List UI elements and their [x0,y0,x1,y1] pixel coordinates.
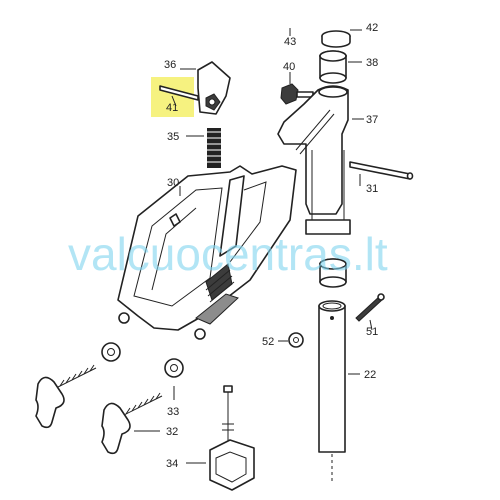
callout-41: 41 [166,102,178,114]
callout-52: 52 [262,336,274,348]
callout-42: 42 [366,22,378,34]
part-31-pin [349,161,414,180]
watermark-text: valcuocentras.lt [68,228,388,280]
callout-35: 35 [167,131,179,143]
part-32-clamp-screw [35,364,163,455]
callout-38: 38 [366,57,378,69]
callout-40: 40 [283,61,295,73]
callout-31: 31 [366,183,378,195]
part-35-spring [207,128,221,168]
part-43-ring [321,30,351,48]
part-36-clamp-lever [197,61,231,115]
part-33-washer [101,342,184,378]
callout-30: 30 [167,177,179,189]
part-38-bushing [319,50,347,84]
callout-32: 32 [166,426,178,438]
callout-22: 22 [364,369,376,381]
callout-43: 43 [284,36,296,48]
part-40-knob-screw [280,83,314,105]
part-30-clamp-bracket [117,165,297,340]
callout-33: 33 [167,406,179,418]
callout-34: 34 [166,458,178,470]
part-51-screw [355,293,385,322]
callout-51: 51 [366,326,378,338]
part-41-pin [159,85,199,101]
callout-36: 36 [164,59,176,71]
part-37-swivel-bracket [277,85,351,235]
part-52-washer [288,332,304,348]
callout-37: 37 [366,114,378,126]
part-34-bracket [209,385,255,491]
part-22-tube [318,258,347,484]
